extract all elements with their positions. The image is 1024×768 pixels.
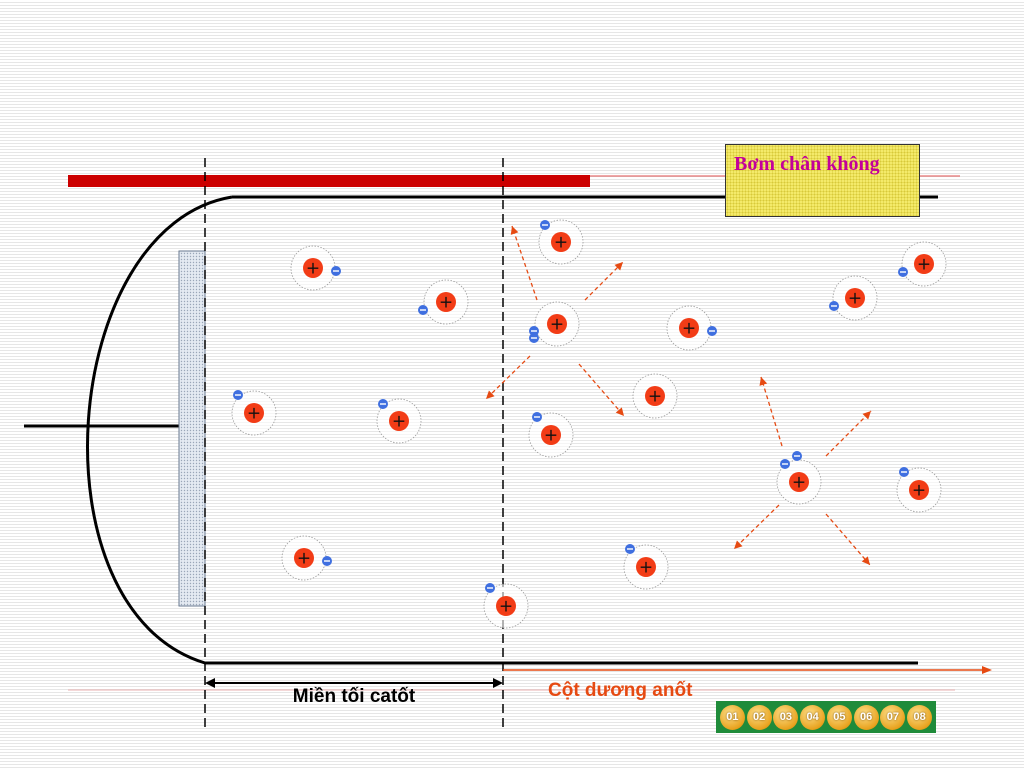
spray-arrowhead bbox=[862, 411, 871, 420]
atom: + bbox=[376, 398, 422, 444]
atom: + bbox=[623, 544, 669, 590]
nav-button-02[interactable]: 02 bbox=[746, 704, 772, 730]
positive-ion bbox=[789, 472, 809, 492]
positive-ion bbox=[551, 232, 571, 252]
atom: + bbox=[829, 275, 878, 321]
nav-button-08[interactable]: 08 bbox=[907, 704, 933, 730]
red-bar bbox=[68, 175, 590, 187]
positive-ion bbox=[547, 314, 567, 334]
positive-ion bbox=[303, 258, 323, 278]
ion-plus-sign: + bbox=[306, 259, 320, 279]
atom: + bbox=[538, 219, 584, 265]
spray-arrowhead bbox=[861, 556, 870, 565]
ion-plus-sign: + bbox=[682, 319, 696, 339]
spray-arrowhead bbox=[510, 226, 519, 235]
positive-ion bbox=[909, 480, 929, 500]
spray-arrow-line bbox=[584, 261, 624, 301]
ion-plus-sign: + bbox=[550, 315, 564, 335]
nav-button-01[interactable]: 01 bbox=[719, 704, 745, 730]
anode-arrowhead bbox=[982, 666, 992, 674]
nav-button-03[interactable]: 03 bbox=[773, 704, 799, 730]
nav-button-06[interactable]: 06 bbox=[853, 704, 879, 730]
spray-arrow-line bbox=[760, 376, 783, 447]
atom: + bbox=[281, 535, 332, 581]
ion-plus-sign: + bbox=[392, 412, 406, 432]
nav-button-05[interactable]: 05 bbox=[826, 704, 852, 730]
positive-ion bbox=[294, 548, 314, 568]
vacuum-pump-label: Bơm chân không bbox=[725, 144, 920, 217]
spray-arrow-line bbox=[485, 355, 531, 400]
ion-plus-sign: + bbox=[499, 597, 513, 617]
atom: + bbox=[632, 373, 678, 419]
atom: + bbox=[898, 241, 947, 287]
ion-plus-sign: + bbox=[297, 549, 311, 569]
spray-arrowhead bbox=[759, 377, 768, 386]
positive-ion bbox=[436, 292, 456, 312]
anode-column-label: Cột dương anốt bbox=[548, 680, 693, 701]
cathode-plate bbox=[178, 250, 206, 607]
positive-ion bbox=[845, 288, 865, 308]
atom: + bbox=[231, 390, 277, 436]
spray-arrowhead bbox=[734, 540, 743, 549]
ion-plus-sign: + bbox=[639, 558, 653, 578]
positive-ion bbox=[636, 557, 656, 577]
collision-sprays bbox=[485, 225, 872, 566]
positive-ion bbox=[244, 403, 264, 423]
ion-plus-sign: + bbox=[648, 387, 662, 407]
ion-plus-sign: + bbox=[912, 481, 926, 501]
atom: + bbox=[666, 305, 717, 351]
atoms: + + + + + + + + + + + + + + + + bbox=[231, 219, 947, 629]
ion-plus-sign: + bbox=[917, 255, 931, 275]
positive-ion bbox=[541, 425, 561, 445]
atom: + bbox=[529, 301, 580, 347]
dimension-arrowhead-left bbox=[205, 678, 215, 688]
atom: + bbox=[776, 451, 822, 505]
atom: + bbox=[483, 583, 529, 629]
spray-arrowhead bbox=[614, 262, 623, 271]
dimension-arrowhead-right bbox=[493, 678, 503, 688]
atom: + bbox=[896, 467, 942, 513]
ion-plus-sign: + bbox=[247, 404, 261, 424]
spray-arrowhead bbox=[615, 407, 624, 416]
nav-button-04[interactable]: 04 bbox=[800, 704, 826, 730]
spray-arrow-line bbox=[825, 513, 871, 566]
spray-arrow-line bbox=[578, 363, 625, 417]
positive-ion bbox=[645, 386, 665, 406]
nav-button-07[interactable]: 07 bbox=[880, 704, 906, 730]
ion-plus-sign: + bbox=[544, 426, 558, 446]
cathode-dark-space-label: Miền tối catốt bbox=[292, 686, 416, 707]
ion-plus-sign: + bbox=[792, 473, 806, 493]
positive-ion bbox=[389, 411, 409, 431]
positive-ion bbox=[914, 254, 934, 274]
atom: + bbox=[418, 279, 469, 325]
ion-plus-sign: + bbox=[848, 289, 862, 309]
positive-ion bbox=[496, 596, 516, 616]
ion-plus-sign: + bbox=[439, 293, 453, 313]
atom: + bbox=[528, 412, 574, 458]
slide-navigation: 01 02 03 04 05 06 07 08 bbox=[716, 701, 936, 733]
spray-arrow-line bbox=[733, 504, 780, 550]
positive-ion bbox=[679, 318, 699, 338]
tube-outline-curve bbox=[86, 195, 233, 665]
ion-plus-sign: + bbox=[554, 233, 568, 253]
spray-arrow-line bbox=[825, 410, 872, 457]
atom: + bbox=[290, 245, 341, 291]
spray-arrowhead bbox=[486, 390, 495, 399]
spray-arrow-line bbox=[511, 225, 538, 301]
